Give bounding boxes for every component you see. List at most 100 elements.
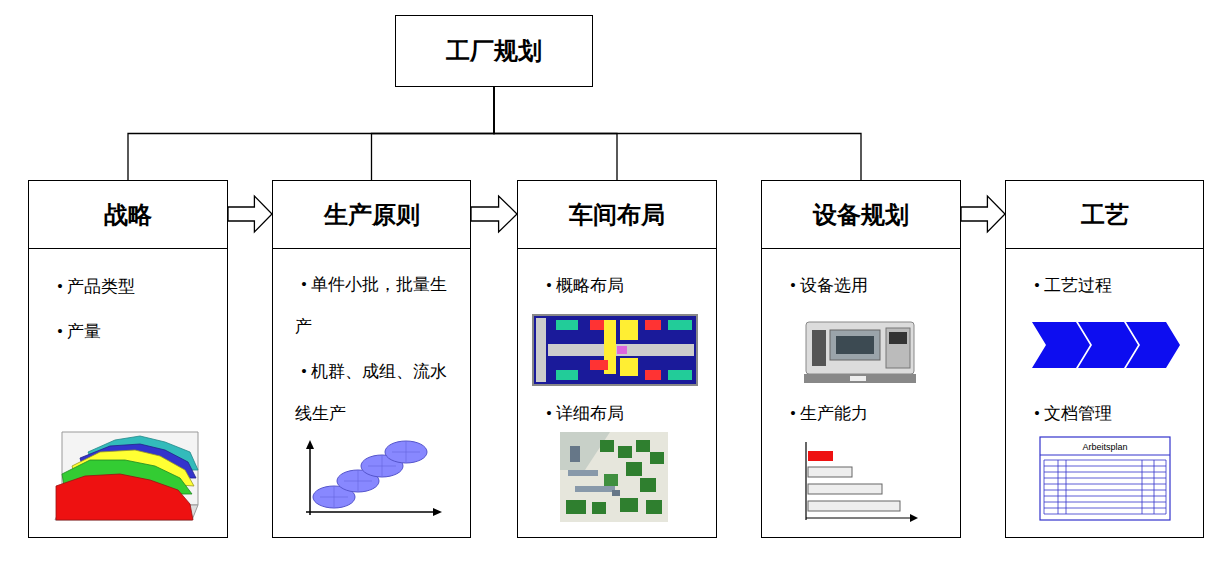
hollow-arrow	[228, 196, 272, 232]
illustration-shape	[620, 498, 638, 512]
box-header: 战略	[29, 181, 227, 249]
illustration-shape	[566, 500, 586, 514]
bullet-item: • 产量	[51, 309, 219, 354]
illustration-shape	[533, 315, 697, 385]
illustration-shape	[1166, 460, 1167, 514]
illustration-shape	[1044, 472, 1166, 473]
illustration-shape	[808, 501, 900, 511]
document-title: Arbeitsplan	[1082, 442, 1127, 452]
illustration-shape	[1154, 460, 1155, 514]
illustration-shape	[646, 500, 662, 514]
illustration-shape	[309, 446, 311, 515]
stage-box: 战略• 产品类型• 产量	[28, 180, 228, 538]
illustration-shape	[1126, 322, 1180, 368]
illustration-shape	[568, 470, 598, 476]
illustration-shape	[382, 456, 383, 476]
illustration-shape	[1044, 460, 1045, 514]
illustration-shape	[618, 446, 632, 458]
hollow-arrow	[471, 196, 517, 232]
illustration-shape	[1044, 478, 1166, 479]
illustration-shape	[1078, 322, 1138, 368]
header-text: 生产原则	[324, 199, 420, 231]
rough-layout	[533, 315, 697, 385]
illustration-shape	[1044, 508, 1166, 509]
illustration-shape	[1032, 322, 1090, 368]
illustration-shape	[620, 358, 638, 376]
stage-box: 生产原则 • 单件小批，批量生产• 机群、成组、流水线生产	[272, 180, 471, 538]
bullet-item: • 详细布局	[540, 397, 708, 431]
illustration-shape	[805, 442, 806, 520]
illustration-shape	[620, 320, 638, 340]
illustration-shape	[556, 370, 578, 380]
title-wrap: 工厂规划	[396, 16, 592, 86]
illustration-shape	[886, 328, 910, 368]
illustration-shape	[650, 452, 664, 464]
header-text: 工艺	[1081, 199, 1129, 231]
connector	[471, 196, 517, 232]
illustration-shape	[1040, 455, 1170, 456]
illustration-shape	[600, 440, 614, 452]
stage-box: 设备规划• 设备选用• 生产能力	[761, 180, 961, 538]
illustration-shape	[1044, 460, 1166, 514]
header-text: 车间布局	[569, 199, 665, 231]
illustration-shape	[320, 442, 420, 507]
illustration-shape	[1058, 460, 1059, 514]
illustration-shape	[1044, 502, 1166, 503]
illustration-shape	[1066, 460, 1067, 514]
bullet-item: • 单件小批，批量生产	[295, 264, 462, 348]
tree-line	[372, 87, 495, 180]
connector	[494, 87, 861, 180]
illustration-shape	[548, 344, 694, 356]
illustration-shape	[1044, 490, 1166, 491]
illustration-shape	[1044, 466, 1166, 467]
illustration-shape	[570, 446, 580, 462]
illustration-shape	[808, 467, 852, 477]
illustration-shape	[592, 502, 606, 514]
area-chart	[55, 432, 198, 520]
connector	[372, 87, 495, 180]
illustration-shape	[668, 320, 692, 330]
illustration-shape	[1044, 460, 1166, 461]
illustration-shape	[668, 370, 692, 380]
box-header: 设备规划	[762, 181, 960, 249]
illustration-shape	[850, 376, 866, 381]
illustration-shape	[306, 440, 314, 449]
illustration-shape	[645, 320, 661, 330]
hollow-arrow	[961, 196, 1005, 232]
illustration-shape	[385, 441, 427, 463]
illustration-shape	[1044, 514, 1166, 515]
lathe-machine	[804, 322, 916, 383]
header-text: 设备规划	[813, 199, 909, 231]
illustration-shape	[910, 514, 918, 522]
illustration-shape	[812, 330, 826, 366]
batch-ellipses	[306, 440, 442, 516]
illustration-shape	[604, 474, 618, 486]
illustration-shape	[836, 336, 874, 354]
illustration-shape	[560, 432, 668, 522]
illustration-shape	[808, 484, 882, 494]
illustration-shape	[804, 374, 916, 383]
illustration-shape	[640, 478, 656, 492]
stage-box: 车间布局 • 概略布局 • 详细布局	[517, 180, 717, 538]
header-text: 战略	[104, 199, 152, 231]
illustration-shape	[536, 318, 546, 382]
illustration-shape	[806, 322, 914, 374]
illustration-shape	[590, 360, 608, 370]
connector	[228, 196, 272, 232]
connector	[961, 196, 1005, 232]
illustration-shape	[556, 320, 578, 330]
illustration-shape	[358, 471, 359, 491]
illustration-shape	[889, 332, 907, 344]
illustration-shape	[645, 370, 661, 380]
illustration-shape	[806, 517, 912, 518]
illustration-shape	[617, 346, 627, 354]
illustration-shape	[334, 487, 335, 507]
box-header: 生产原则	[273, 181, 470, 249]
bullet-item: • 机群、成组、流水线生产	[295, 351, 462, 435]
title-box: 工厂规划	[395, 15, 593, 87]
connector	[128, 87, 494, 180]
bullet-item: • 概略布局	[540, 269, 708, 303]
bullet-item: • 设备选用	[784, 269, 952, 303]
illustration-shape	[1044, 484, 1166, 485]
illustration-shape	[830, 330, 880, 360]
